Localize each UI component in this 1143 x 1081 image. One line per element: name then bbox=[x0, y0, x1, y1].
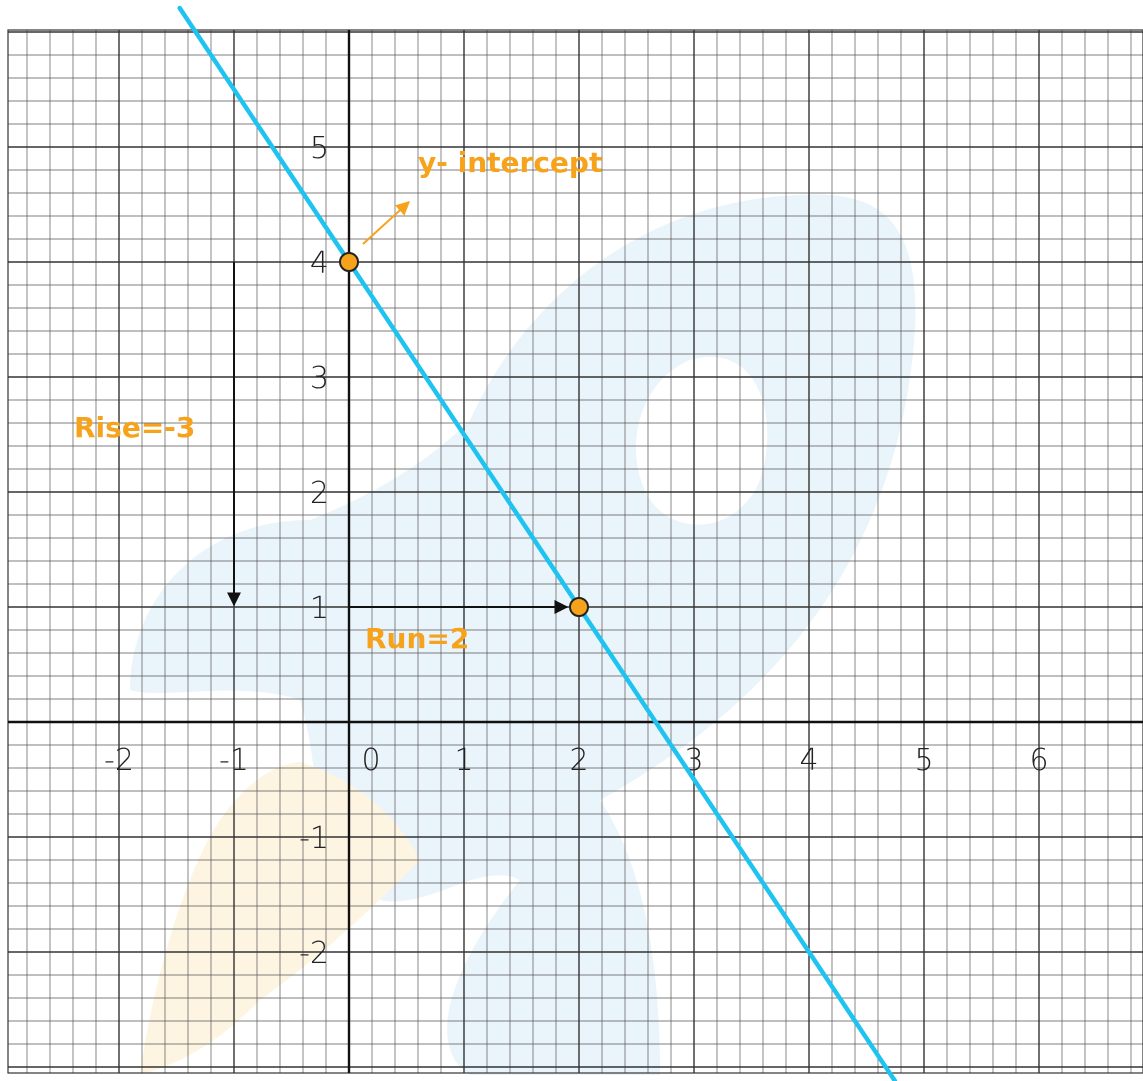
axes bbox=[7, 29, 1143, 1074]
major-grid bbox=[8, 30, 1143, 1073]
y-tick-label: 3 bbox=[310, 361, 329, 396]
watermark-logo bbox=[130, 194, 916, 1076]
series-line bbox=[177, 5, 898, 1081]
rise-run-arrows bbox=[227, 262, 569, 614]
data-point bbox=[339, 252, 359, 272]
y-tick-label: -1 bbox=[299, 821, 329, 856]
x-tick-label: 4 bbox=[799, 743, 818, 778]
y-intercept-label: y- intercept bbox=[418, 146, 602, 179]
y-tick-label: -2 bbox=[299, 936, 329, 971]
rise-label: Rise=-3 bbox=[74, 411, 195, 444]
x-tick-label: 2 bbox=[569, 743, 588, 778]
minor-grid bbox=[8, 30, 1143, 1073]
y-tick-label: 2 bbox=[310, 476, 329, 511]
series-line-group bbox=[177, 5, 898, 1081]
points-group bbox=[339, 252, 589, 617]
x-tick-label: 6 bbox=[1029, 743, 1048, 778]
y-tick-label: 4 bbox=[310, 246, 329, 281]
run-label: Run=2 bbox=[365, 622, 469, 655]
x-tick-label: -2 bbox=[104, 743, 134, 778]
watermark-blue-shape bbox=[130, 194, 916, 1076]
x-tick-label: 1 bbox=[454, 743, 473, 778]
x-tick-label: 5 bbox=[914, 743, 933, 778]
x-tick-label: -1 bbox=[219, 743, 249, 778]
y-intercept-pointer-arrow bbox=[362, 201, 411, 245]
plot-border bbox=[7, 29, 1143, 1074]
data-point bbox=[569, 597, 589, 617]
x-tick-label: 0 bbox=[361, 743, 380, 778]
y-tick-label: 1 bbox=[310, 591, 329, 626]
y-tick-label: 5 bbox=[310, 131, 329, 166]
